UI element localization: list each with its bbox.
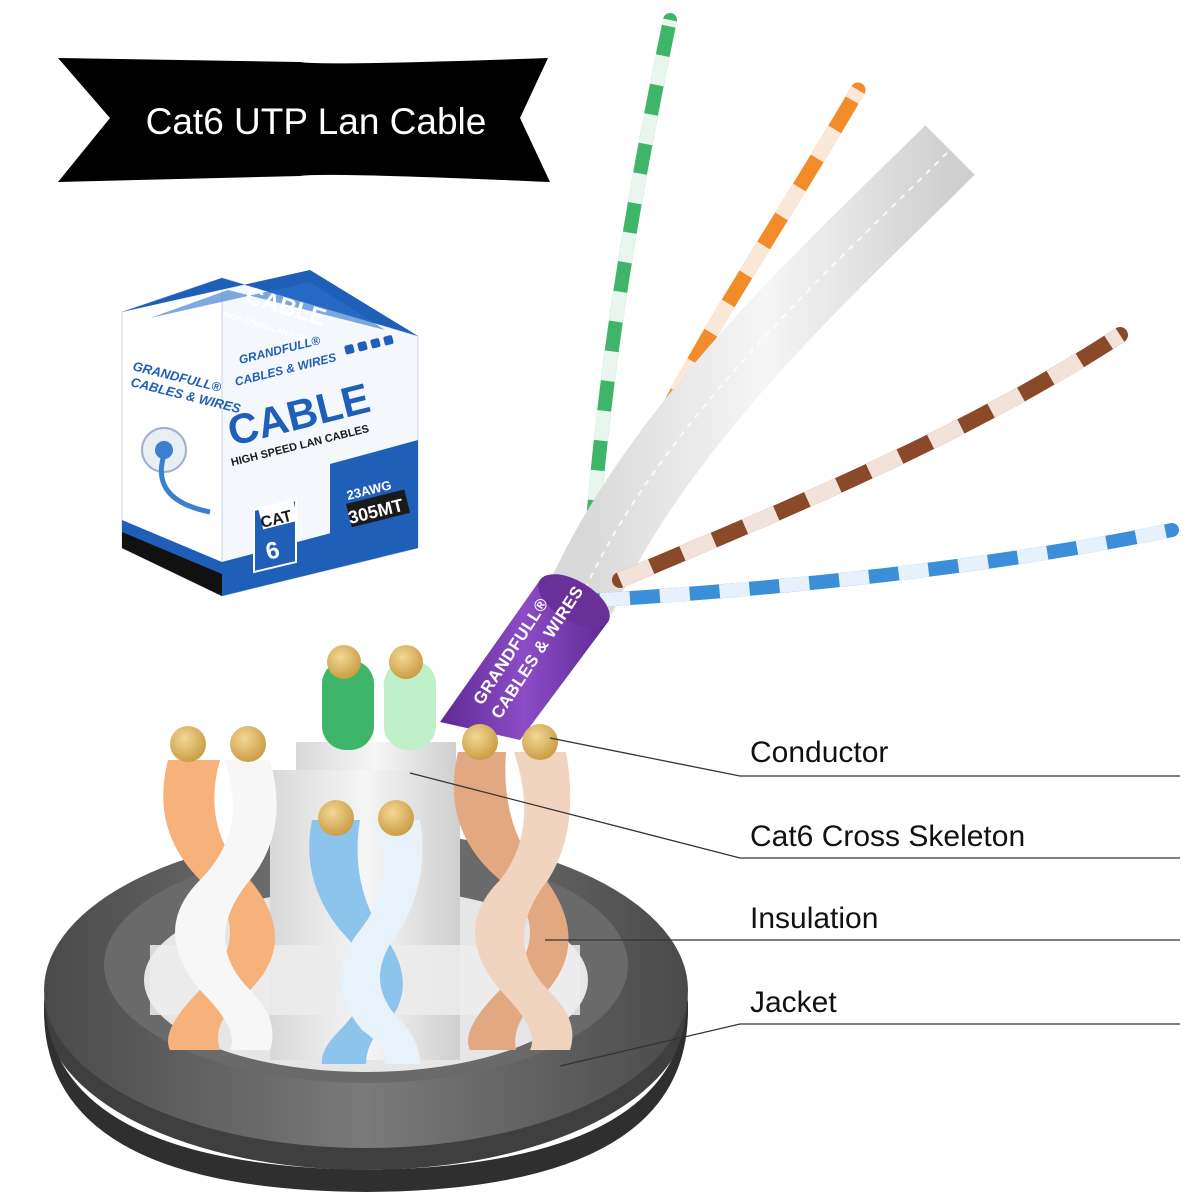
leader-lines xyxy=(409,737,1180,1067)
conductor-brown-white xyxy=(522,724,558,760)
label-cross-skeleton: Cat6 Cross Skeleton xyxy=(750,820,1025,853)
conductor-blue-white xyxy=(378,800,414,836)
label-jacket: Jacket xyxy=(750,986,837,1019)
cable-cross-section xyxy=(44,645,688,1192)
twisted-pairs xyxy=(548,13,1179,615)
orange-pair xyxy=(163,726,277,1050)
conductor-green xyxy=(327,645,361,679)
leader-jacket xyxy=(559,1023,1180,1067)
jacket-print-section: GRANDFULL® CABLES & WIRES xyxy=(440,574,610,740)
label-conductor: Conductor xyxy=(750,736,888,769)
conductor-orange xyxy=(170,726,206,762)
part-labels: Conductor Cat6 Cross Skeleton Insulation… xyxy=(750,736,1025,1019)
social-icons xyxy=(344,335,394,355)
green-pair xyxy=(322,645,436,750)
conductor-orange-white xyxy=(230,726,266,762)
blue-pair xyxy=(309,800,423,1064)
conductor-green-white xyxy=(389,645,423,679)
leader-skeleton xyxy=(409,772,1180,859)
conductor-blue xyxy=(318,800,354,836)
leader-conductor xyxy=(549,737,1180,777)
brown-pair xyxy=(453,724,573,1050)
label-insulation: Insulation xyxy=(750,902,878,935)
conductor-brown xyxy=(462,724,498,760)
product-box: CABLE HIGH SPEED LAN CABLES GRANDFULL® C… xyxy=(121,270,419,597)
cat-badge: CAT 6 xyxy=(253,498,299,574)
title-banner: Cat6 UTP Lan Cable xyxy=(58,58,550,182)
banner-title: Cat6 UTP Lan Cable xyxy=(146,101,487,142)
cat-number: 6 xyxy=(263,536,282,565)
